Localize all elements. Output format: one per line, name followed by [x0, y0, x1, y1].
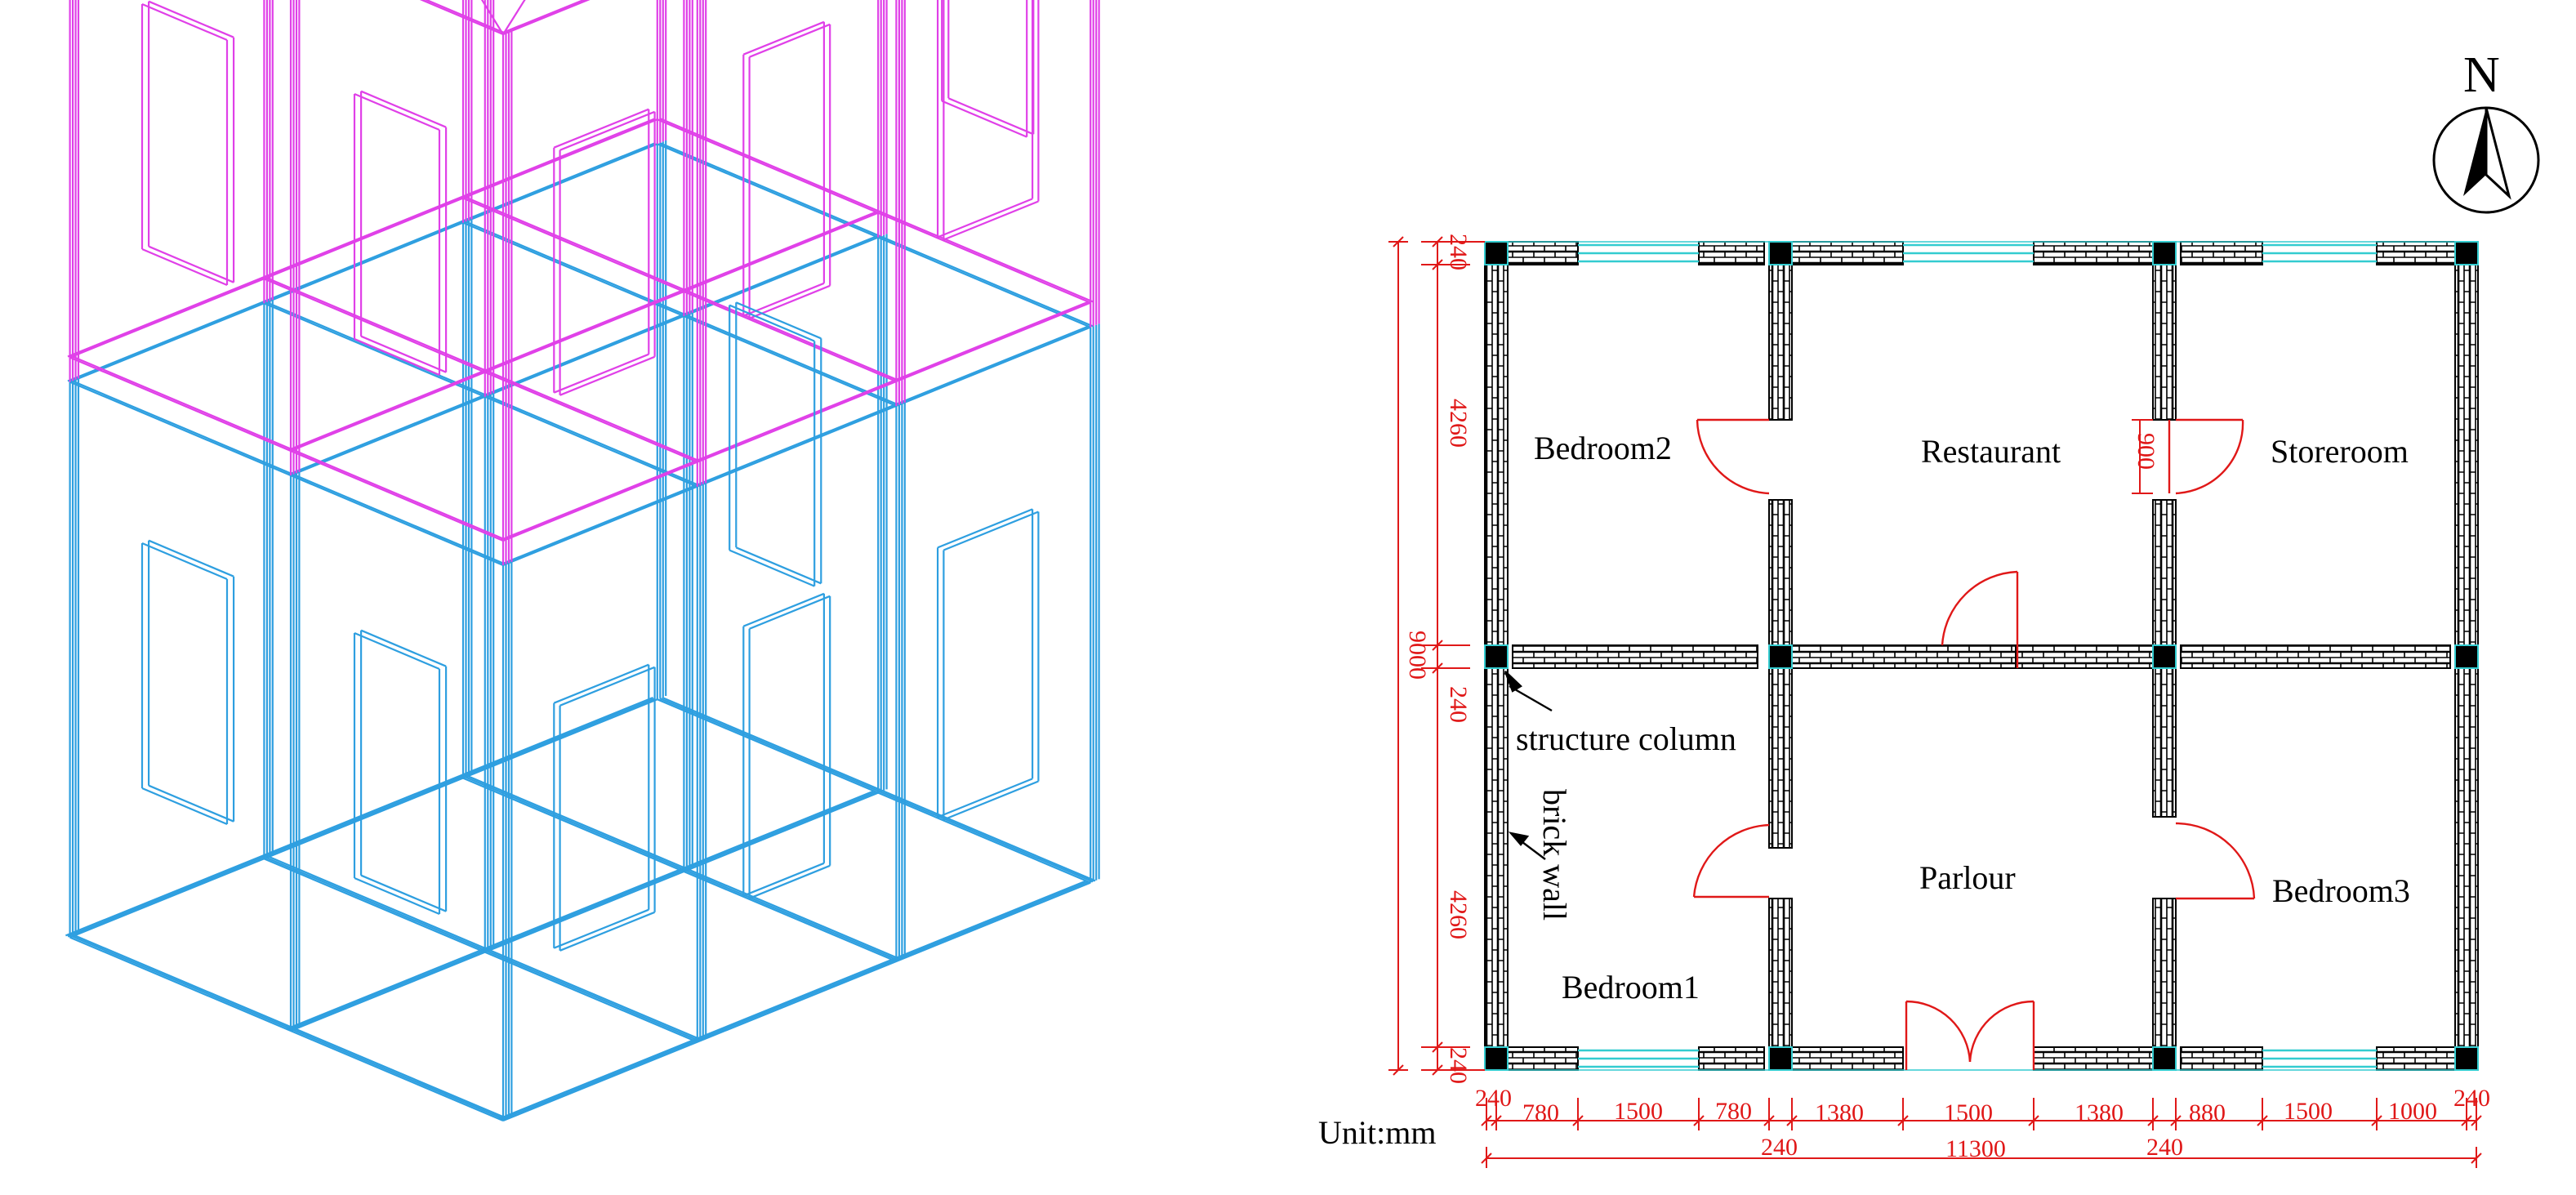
- compass-letter: N: [2463, 47, 2500, 103]
- room-label-bedroom2: Bedroom2: [1534, 430, 1672, 466]
- dim-left-240-c: 240: [1445, 1047, 1472, 1084]
- dim-left-240-b: 240: [1445, 686, 1472, 723]
- structure-column-label: structure column: [1516, 720, 1736, 757]
- dim-1500-c: 1500: [2284, 1098, 2333, 1125]
- dim-780-b: 780: [1715, 1098, 1752, 1125]
- floor-plan: [1388, 106, 2540, 1168]
- brick-walls: [1484, 241, 2479, 1071]
- dim-door-900: 900: [2133, 433, 2159, 470]
- room-label-parlour: Parlour: [1919, 859, 2016, 896]
- room-label-bedroom1: Bedroom1: [1562, 969, 1700, 1005]
- windows: [1496, 241, 2467, 1071]
- annotation-arrows: [1504, 671, 1553, 860]
- dim-240-bottom-right: 240: [2146, 1134, 2183, 1161]
- brick-wall-label: brick wall: [1536, 789, 1573, 921]
- dim-1500-b: 1500: [1944, 1099, 1993, 1126]
- dim-1380-a: 1380: [1815, 1099, 1864, 1126]
- room-label-restaurant: Restaurant: [1921, 433, 2061, 470]
- dim-1380-b: 1380: [2075, 1099, 2124, 1126]
- dim-left-9000: 9000: [1404, 631, 1431, 680]
- dim-240-top-left: 240: [1475, 1085, 1512, 1112]
- dim-1000: 1000: [2388, 1098, 2437, 1125]
- doors: [1692, 418, 2256, 1070]
- room-label-storeroom: Storeroom: [2271, 433, 2409, 470]
- dim-880: 880: [2189, 1099, 2226, 1126]
- dim-left-4260-b: 4260: [1445, 890, 1472, 939]
- dim-240-top-right: 240: [2453, 1085, 2490, 1112]
- dim-1500-a: 1500: [1614, 1098, 1663, 1125]
- isometric-wireframe: [65, 0, 1100, 1122]
- dim-780-a: 780: [1522, 1099, 1559, 1126]
- dim-240-bottom-left: 240: [1761, 1134, 1798, 1161]
- north-arrow-icon: [2432, 106, 2540, 214]
- dim-total-11300: 11300: [1945, 1135, 2006, 1162]
- dim-left-240-a: 240: [1445, 234, 1472, 270]
- room-label-bedroom3: Bedroom3: [2272, 872, 2410, 909]
- structure-columns: [1484, 241, 2479, 1071]
- unit-label: Unit:mm: [1318, 1114, 1436, 1151]
- dim-left-4260-a: 4260: [1445, 399, 1472, 448]
- dimension-lines: [1388, 236, 2482, 1168]
